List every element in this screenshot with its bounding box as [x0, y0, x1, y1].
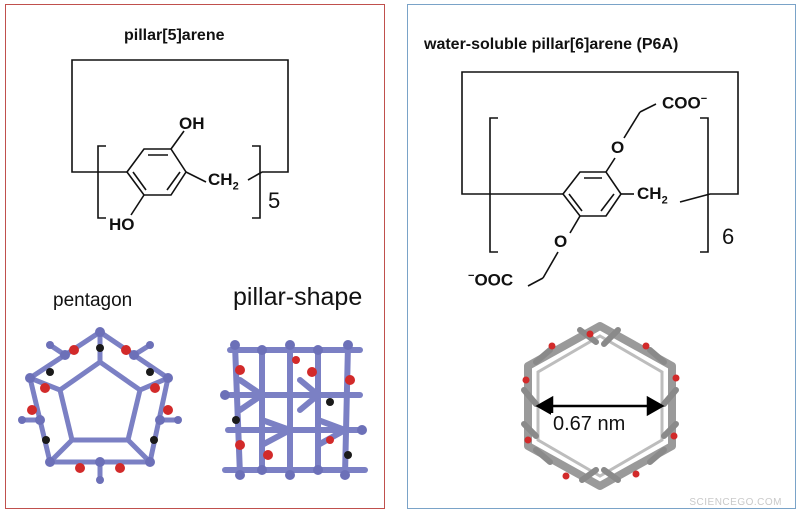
pillar5arene-title: pillar[5]arene: [124, 27, 225, 44]
pillar5arene-panel: [5, 4, 385, 509]
carboxylate-top-label: COO−: [662, 93, 708, 113]
hydroxyl-bottom-label: HO: [109, 215, 135, 234]
repeat-count-5: 5: [268, 188, 281, 213]
methylene-label: CH2: [208, 170, 239, 193]
p6a-panel: [407, 4, 796, 509]
methylene-label-p6a: CH2: [637, 184, 668, 207]
cavity-diameter-label: 0.67 nm: [551, 413, 628, 436]
hydroxyl-top-label: OH: [179, 114, 205, 133]
p6a-title: water-soluble pillar[6]arene (P6A): [424, 36, 679, 53]
pillar-shape-label: pillar-shape: [233, 283, 363, 311]
repeat-count-6: 6: [722, 224, 735, 249]
pentagon-label: pentagon: [53, 290, 133, 311]
watermark: SCIENCEGO.COM: [689, 497, 782, 508]
carboxylate-bottom-label: −OOC: [468, 270, 514, 290]
ether-oxygen-top: O: [611, 138, 625, 157]
ether-oxygen-bottom: O: [554, 232, 568, 251]
